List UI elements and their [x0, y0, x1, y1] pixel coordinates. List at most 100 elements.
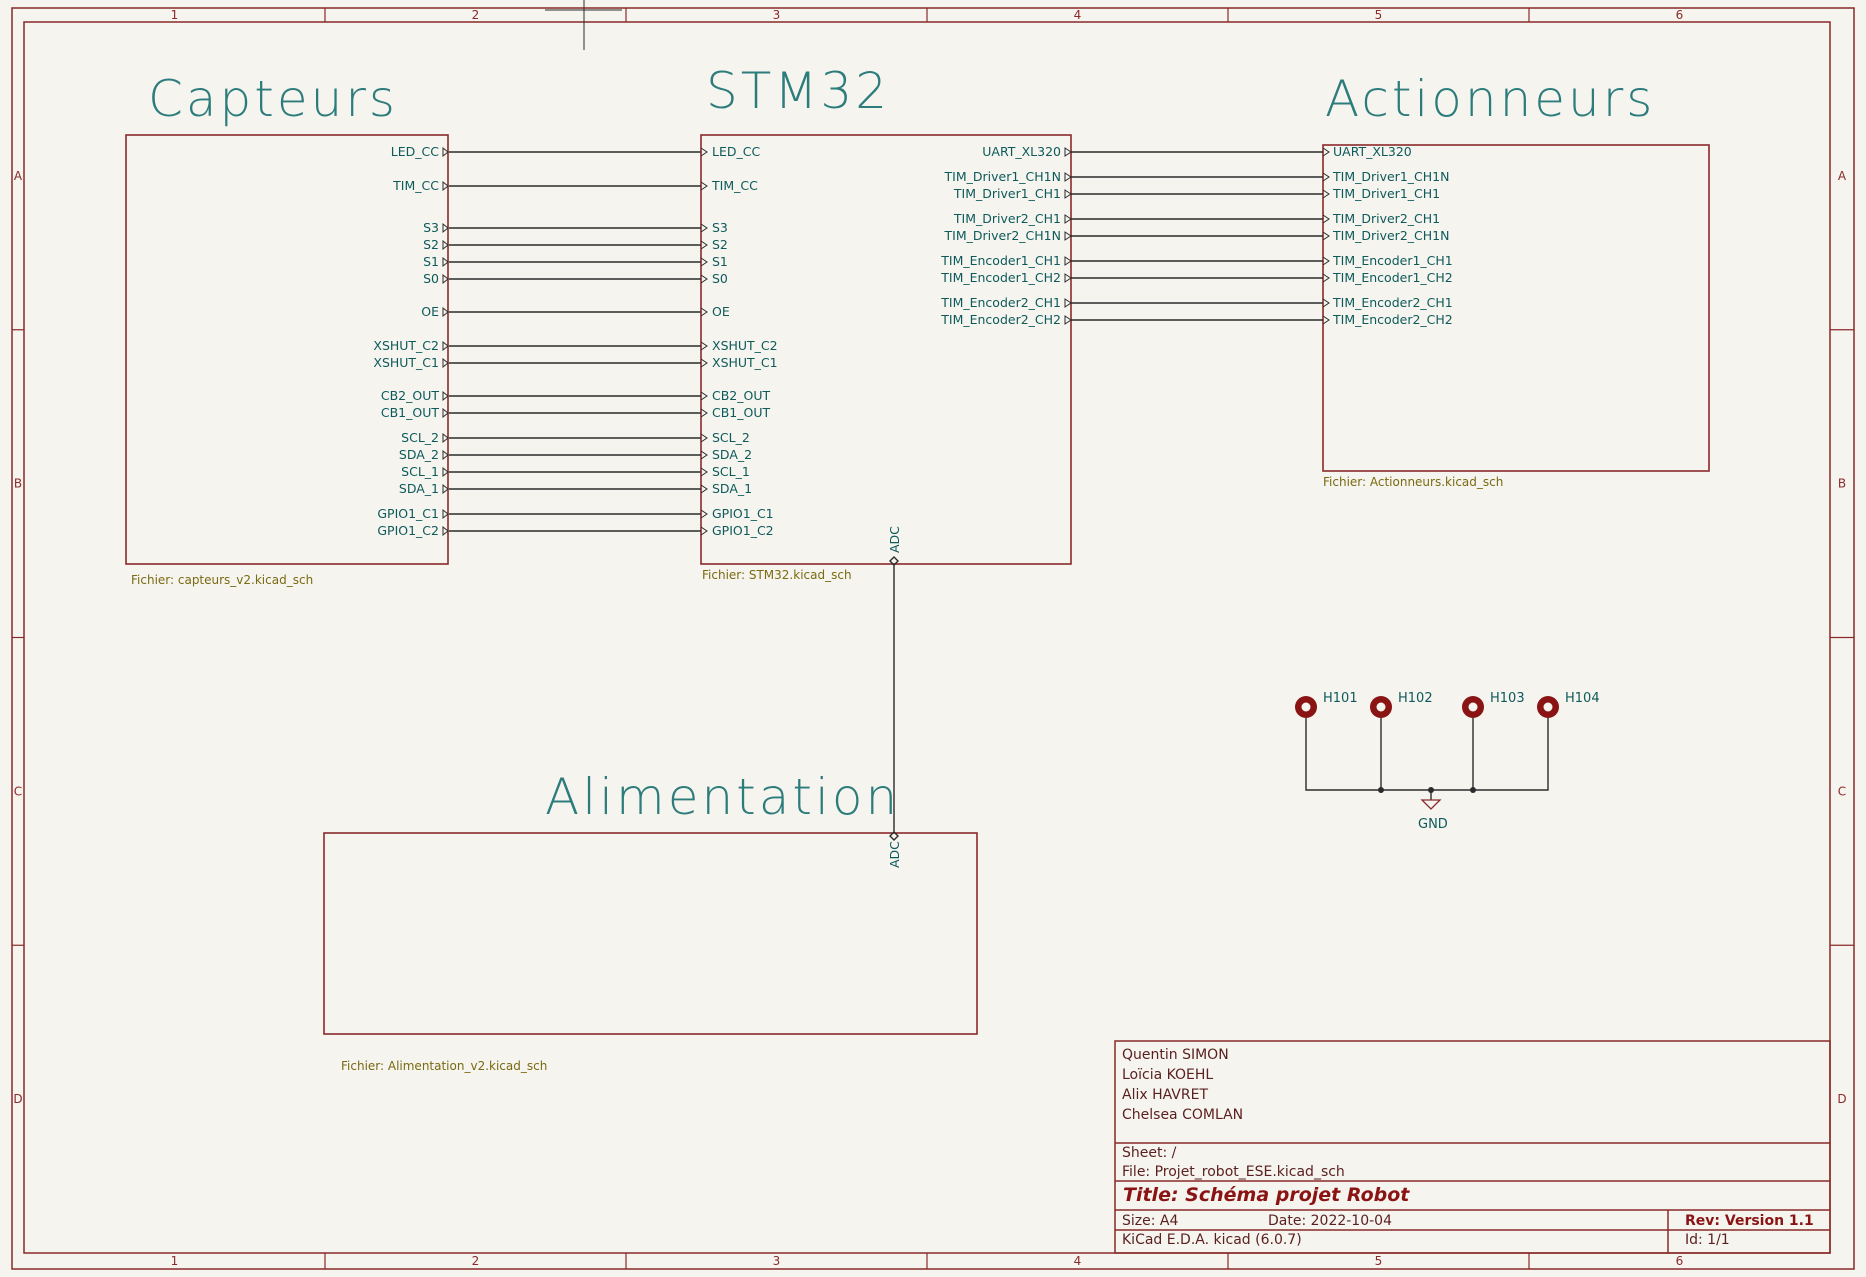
stm32-right-pin-tim-driver1-ch1-marker [1064, 189, 1072, 199]
stm32-right-pin-uart-xl320-marker [1064, 147, 1072, 157]
border-col-bottom-2: 2 [472, 1254, 480, 1268]
stm32-left-pin-scl-2-marker [700, 433, 708, 443]
tb-file: File: Projet_robot_ESE.kicad_sch [1122, 1164, 1345, 1180]
border-col-top-2: 2 [472, 8, 480, 22]
stm32-left-pin-gpio1-c1-marker [700, 509, 708, 519]
sheet-capteurs-pins: LED_CCTIM_CCS3S2S1S0OEXSHUT_C2XSHUT_C1CB… [373, 144, 449, 538]
border-row-right-a: A [1838, 169, 1847, 183]
actionneurs-pin-uart-xl320: UART_XL320 [1333, 144, 1412, 159]
capteurs-pin-scl-1-marker [442, 466, 449, 478]
gnd-symbol [1420, 799, 1442, 810]
capteurs-pin-xshut-c2-marker [442, 340, 449, 352]
mounting-hole-h103[interactable]: H103 [1462, 691, 1525, 720]
mounting-hole-h102-label: H102 [1398, 691, 1433, 706]
stm32-pin-tim-cc: TIM_CC [711, 178, 758, 193]
capteurs-pin-s3-marker [442, 222, 449, 234]
stm32-right-pin-tim-encoder1-ch2-marker [1064, 273, 1072, 283]
actionneurs-pin-tim-driver1-ch1-marker [1322, 189, 1330, 199]
sheet-alimentation[interactable]: Alimentation Fichier: Alimentation_v2.ki… [323, 768, 978, 1073]
stm32-pin-tim-driver1-ch1n: TIM_Driver1_CH1N [944, 169, 1061, 184]
stm32-pin-oe: OE [712, 304, 730, 319]
border-col-bottom-6: 6 [1676, 1254, 1684, 1268]
stm32-pin-scl-1: SCL_1 [712, 464, 750, 479]
stm32-pin-tim-encoder1-ch1: TIM_Encoder1_CH1 [940, 253, 1061, 268]
actionneurs-pin-tim-encoder1-ch1-marker [1322, 256, 1330, 266]
gnd-net: GND [1305, 720, 1549, 832]
outer-border [11, 7, 1855, 1270]
mounting-hole-h104[interactable]: H104 [1537, 691, 1600, 720]
stm32-right-pin-tim-driver1-ch1n-marker [1064, 172, 1072, 182]
stm32-left-pin-gpio1-c2-marker [700, 526, 708, 536]
sheet-capteurs-title: Capteurs [148, 70, 398, 128]
stm32-pin-led-cc: LED_CC [712, 144, 760, 159]
sheet-stm32-left-pins: LED_CCTIM_CCS3S2S1S0OEXSHUT_C2XSHUT_C1CB… [700, 144, 778, 538]
actionneurs-pin-tim-encoder1-ch2-marker [1322, 273, 1330, 283]
capteurs-pin-cb2-out: CB2_OUT [381, 388, 439, 403]
tb-size: Size: A4 [1122, 1213, 1178, 1229]
tb-sheet: Sheet: / [1122, 1145, 1177, 1161]
border-row-left-c: C [14, 784, 22, 798]
mounting-hole-h101-label: H101 [1323, 691, 1358, 706]
stm32-pin-tim-encoder2-ch1: TIM_Encoder2_CH1 [940, 295, 1061, 310]
capteurs-pin-s1: S1 [423, 254, 439, 269]
border-row-right-b: B [1838, 477, 1846, 491]
sheet-capteurs-file: Fichier: capteurs_v2.kicad_sch [131, 573, 313, 587]
stm32-right-pin-tim-encoder2-ch1-marker [1064, 298, 1072, 308]
capteurs-pin-sda-1-marker [442, 483, 449, 495]
border-row-right-c: C [1838, 784, 1846, 798]
stm32-pin-gpio1-c1: GPIO1_C1 [712, 506, 774, 521]
alimentation-adc-pin: ADC [887, 831, 902, 868]
sheet-actionneurs[interactable]: Actionneurs Fichier: Actionneurs.kicad_s… [1322, 70, 1710, 489]
stm32-right-pin-tim-encoder1-ch1-marker [1064, 256, 1072, 266]
actionneurs-pin-tim-encoder2-ch2: TIM_Encoder2_CH2 [1332, 312, 1453, 327]
capteurs-pin-gpio1-c2-marker [442, 525, 449, 537]
sheet-alimentation-box[interactable] [323, 832, 978, 1035]
tb-author: Loïcia KOEHL [1122, 1067, 1213, 1083]
sheet-actionneurs-file: Fichier: Actionneurs.kicad_sch [1323, 475, 1503, 489]
actionneurs-pin-tim-encoder1-ch2: TIM_Encoder1_CH2 [1332, 270, 1453, 285]
actionneurs-pin-tim-encoder2-ch1-marker [1322, 298, 1330, 308]
tb-tool: KiCad E.D.A. kicad (6.0.7) [1122, 1232, 1302, 1248]
wires-stm32-actionneurs [1071, 151, 1323, 321]
actionneurs-pin-tim-encoder2-ch2-marker [1322, 315, 1330, 325]
capteurs-pin-oe: OE [421, 304, 439, 319]
capteurs-pin-oe-marker [442, 306, 449, 318]
stm32-pin-s0: S0 [712, 271, 728, 286]
mounting-hole-h102[interactable]: H102 [1370, 691, 1433, 720]
sheet-actionneurs-box[interactable] [1322, 144, 1710, 472]
mounting-holes: H101 H102 H103 H104 [1295, 691, 1600, 720]
stm32-pin-s1: S1 [712, 254, 728, 269]
capteurs-pin-s0: S0 [423, 271, 439, 286]
capteurs-pin-xshut-c1: XSHUT_C1 [373, 355, 439, 370]
stm32-pin-tim-driver2-ch1n: TIM_Driver2_CH1N [944, 228, 1061, 243]
stm32-pin-s2: S2 [712, 237, 728, 252]
capteurs-pin-s2: S2 [423, 237, 439, 252]
capteurs-pin-scl-1: SCL_1 [401, 464, 439, 479]
capteurs-pin-s1-marker [442, 256, 449, 268]
border-col-bottom-5: 5 [1375, 1254, 1383, 1268]
capteurs-pin-cb1-out: CB1_OUT [381, 405, 439, 420]
stm32-pin-scl-2: SCL_2 [712, 430, 750, 445]
tb-rev: Rev: Version 1.1 [1685, 1213, 1814, 1229]
border-col-bottom-3: 3 [773, 1254, 781, 1268]
mounting-hole-h101[interactable]: H101 [1295, 691, 1358, 720]
capteurs-pin-led-cc-marker [442, 146, 449, 158]
actionneurs-pin-tim-driver1-ch1: TIM_Driver1_CH1 [1332, 186, 1440, 201]
stm32-pin-tim-driver2-ch1: TIM_Driver2_CH1 [953, 211, 1061, 226]
stm32-left-pin-s0-marker [700, 274, 708, 284]
actionneurs-pin-tim-driver2-ch1-marker [1322, 214, 1330, 224]
stm32-adc-label: ADC [887, 526, 902, 553]
actionneurs-pin-tim-encoder1-ch1: TIM_Encoder1_CH1 [1332, 253, 1453, 268]
border-col-top-6: 6 [1676, 8, 1684, 22]
border-col-top-4: 4 [1074, 8, 1082, 22]
capteurs-pin-cb1-out-marker [442, 407, 449, 419]
sheet-capteurs-box[interactable] [125, 134, 449, 565]
border-col-top-1: 1 [171, 8, 179, 22]
actionneurs-pin-tim-driver1-ch1n-marker [1322, 172, 1330, 182]
sheet-stm32[interactable]: STM32 Fichier: STM32.kicad_sch LED_CCTIM… [700, 62, 1072, 582]
alimentation-adc-label: ADC [887, 841, 902, 868]
sheet-capteurs[interactable]: Capteurs Fichier: capteurs_v2.kicad_sch … [125, 70, 449, 587]
